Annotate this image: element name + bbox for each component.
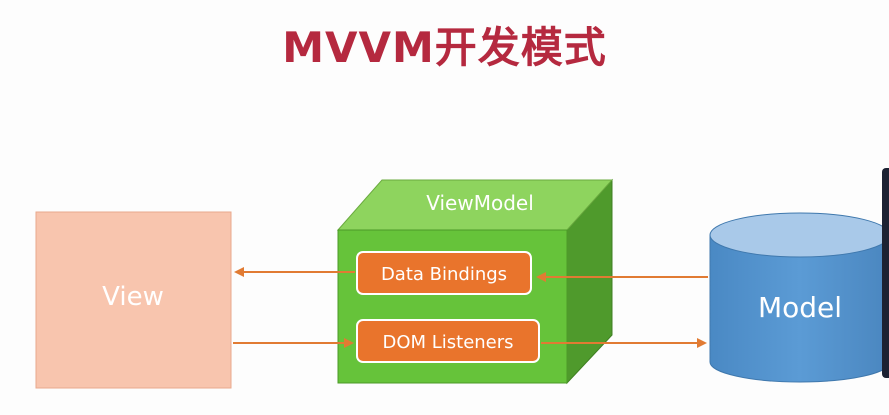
dom-listeners-box [356,319,540,363]
page-title: MVVM开发模式 [282,23,607,72]
model-cylinder-top [709,212,889,258]
viewmodel-label: ViewModel [426,191,534,215]
data-bindings-label: Data Bindings [381,264,507,285]
model-label: Model [758,291,842,324]
view-label: View [102,282,164,312]
view-box [35,211,232,389]
data-bindings-box [356,251,532,295]
window-edge-bar [882,168,889,378]
dom-listeners-label: DOM Listeners [382,332,513,353]
